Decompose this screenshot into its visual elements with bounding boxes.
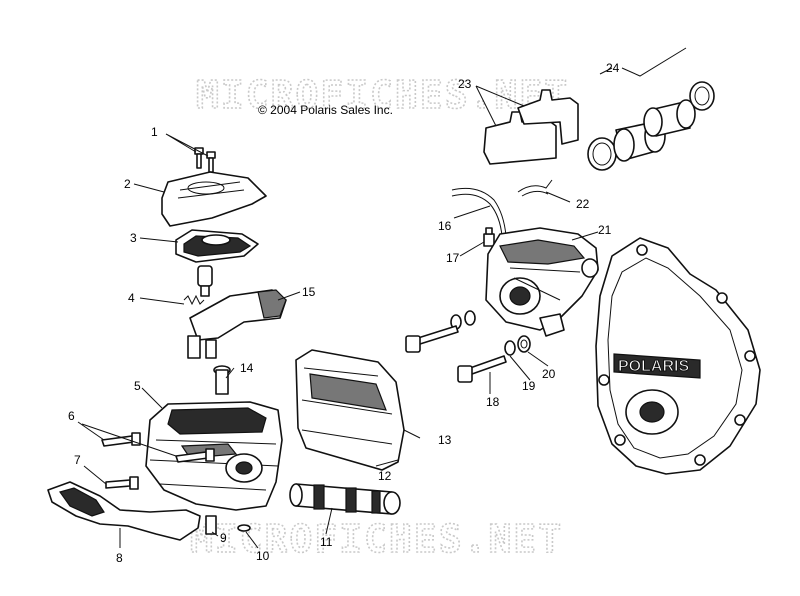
part-17-bleeder <box>483 227 495 247</box>
part-24-piston-seals <box>587 81 715 171</box>
callout-15: 15 <box>302 285 316 299</box>
plunger <box>197 265 213 297</box>
callout-16: 16 <box>438 219 452 233</box>
callout-23: 23 <box>458 77 472 91</box>
callout-12: 12 <box>378 469 392 483</box>
part-23-brake-pads <box>483 89 579 165</box>
callout-24: 24 <box>606 61 620 75</box>
callout-20: 20 <box>542 367 556 381</box>
leader-lines <box>77 47 687 549</box>
callout-2: 2 <box>124 177 131 191</box>
callout-19: 19 <box>522 379 536 393</box>
part-15-bracket <box>187 289 287 359</box>
part-4-spring <box>183 294 205 306</box>
part-2-cover <box>161 171 267 227</box>
part-10-washer <box>237 524 251 532</box>
part-21-caliper <box>485 227 599 337</box>
part-7-screw <box>105 476 139 490</box>
callout-7: 7 <box>74 453 81 467</box>
callout-18: 18 <box>486 395 500 409</box>
part-3-diaphragm <box>175 229 259 263</box>
part-12-13-reservoir <box>295 349 405 471</box>
copyright-notice: © 2004 Polaris Sales Inc. <box>258 103 393 117</box>
callout-14: 14 <box>240 361 254 375</box>
callout-6: 6 <box>68 409 75 423</box>
part-22-clip <box>517 179 553 197</box>
part-16-hose <box>451 187 507 237</box>
part-8-brake-lever <box>47 481 201 541</box>
callout-11: 11 <box>320 535 333 549</box>
callout-1: 1 <box>151 125 158 139</box>
callout-9: 9 <box>220 531 227 545</box>
callout-3: 3 <box>130 231 137 245</box>
callout-4: 4 <box>128 291 135 305</box>
callout-22: 22 <box>576 197 590 211</box>
part-1-screws <box>194 147 216 173</box>
part-11-piston <box>289 483 401 515</box>
watermark-bottom: MICROFICHES.NET <box>190 517 563 561</box>
callout-17: 17 <box>446 251 460 265</box>
part-19-20-washers <box>504 335 531 356</box>
callout-10: 10 <box>256 549 270 563</box>
callout-8: 8 <box>116 551 123 565</box>
caliper-upper-bolt <box>405 325 459 353</box>
callout-21: 21 <box>598 223 612 237</box>
callout-5: 5 <box>134 379 141 393</box>
cover-brand-text: POLARIS <box>618 358 689 375</box>
watermark-top: MICROFICHES.NET <box>196 73 569 117</box>
callout-labels: 1 2 3 4 5 6 7 8 9 10 11 12 13 14 15 16 1… <box>68 61 620 565</box>
part-14-pin <box>213 365 231 395</box>
callout-13: 13 <box>438 433 452 447</box>
part-18-bolt <box>457 355 507 383</box>
part-9-bolt <box>205 515 217 535</box>
chaincase-cover: POLARIS <box>595 237 761 475</box>
